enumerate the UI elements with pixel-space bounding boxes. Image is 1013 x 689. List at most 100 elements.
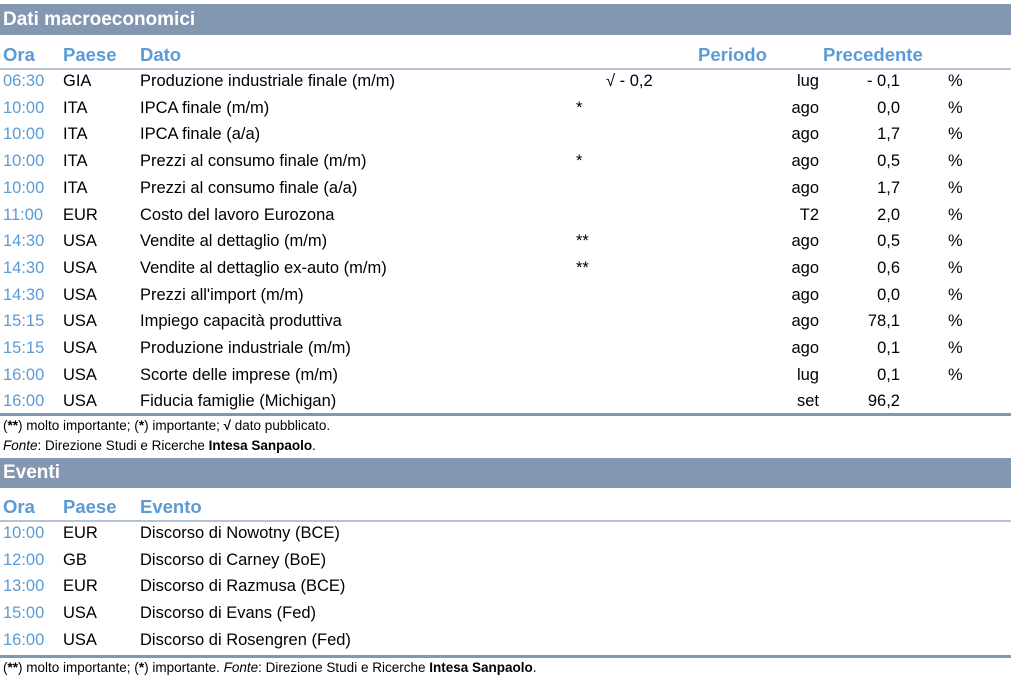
cell-importance: * bbox=[576, 98, 583, 117]
cell-time: 10:00 bbox=[3, 152, 45, 171]
cell-country: USA bbox=[63, 365, 97, 384]
cell-indicator: Fiducia famiglie (Michigan) bbox=[140, 392, 337, 411]
cell-country: USA bbox=[63, 232, 97, 251]
cell-period: ago bbox=[791, 152, 819, 171]
header-periodo: Periodo bbox=[698, 44, 767, 65]
cell-period: T2 bbox=[799, 205, 819, 224]
cell-country: ITA bbox=[63, 98, 88, 117]
cell-country: GIA bbox=[63, 72, 92, 90]
cell-indicator: Prezzi al consumo finale (a/a) bbox=[140, 178, 358, 197]
events-header-row: Ora Paese Evento bbox=[0, 492, 1011, 522]
cell-country: USA bbox=[63, 285, 97, 304]
cell-country: GB bbox=[63, 550, 87, 569]
cell-period: set bbox=[796, 392, 819, 411]
cell-unit: % bbox=[948, 232, 963, 251]
cell-unit: % bbox=[948, 339, 963, 357]
cell-event: Discorso di Razmusa (BCE) bbox=[140, 577, 346, 596]
cell-time: 16:00 bbox=[3, 392, 45, 411]
cell-event: Discorso di Nowotny (BCE) bbox=[140, 524, 340, 542]
cell-country: USA bbox=[63, 258, 97, 277]
header-precedente: Precedente bbox=[823, 44, 923, 65]
cell-indicator: Produzione industriale finale (m/m) bbox=[140, 72, 395, 90]
cell-time: 16:00 bbox=[3, 630, 45, 649]
cell-unit: % bbox=[948, 258, 963, 277]
header-evento: Evento bbox=[140, 496, 202, 517]
cell-country: EUR bbox=[63, 524, 98, 542]
table-row: 15:15 USA Produzione industriale (m/m) ago 0… bbox=[0, 336, 1011, 363]
cell-country: ITA bbox=[63, 152, 88, 171]
cell-country: USA bbox=[63, 630, 97, 649]
cell-time: 16:00 bbox=[3, 365, 45, 384]
cell-previous: 1,7 bbox=[877, 125, 900, 144]
cell-time: 12:00 bbox=[3, 550, 45, 569]
header-ora: Ora bbox=[3, 496, 35, 517]
cell-indicator: Produzione industriale (m/m) bbox=[140, 339, 351, 357]
cell-previous: 96,2 bbox=[867, 392, 900, 411]
events-note: (**) molto importante; (*) importante. F… bbox=[3, 660, 537, 675]
cell-time: 11:00 bbox=[3, 205, 44, 224]
table-row: 10:00 ITA Prezzi al consumo finale (a/a) ag… bbox=[0, 176, 1011, 203]
cell-period: ago bbox=[791, 98, 819, 117]
cell-time: 13:00 bbox=[3, 577, 45, 596]
macro-legend-note: (**) molto importante; (*) importante; √… bbox=[3, 418, 331, 433]
cell-period: ago bbox=[791, 339, 819, 357]
cell-unit: % bbox=[948, 312, 963, 331]
cell-period: ago bbox=[791, 178, 819, 197]
cell-importance: ** bbox=[576, 258, 589, 277]
cell-unit: % bbox=[948, 365, 963, 384]
header-dato: Dato bbox=[140, 44, 182, 65]
cell-time: 15:15 bbox=[3, 339, 45, 357]
cell-time: 10:00 bbox=[3, 98, 45, 117]
cell-time: 06:30 bbox=[3, 72, 45, 90]
cell-indicator: Costo del lavoro Eurozona bbox=[140, 205, 335, 224]
cell-previous: 0,1 bbox=[877, 365, 900, 384]
cell-previous: 0,0 bbox=[877, 285, 900, 304]
header-paese: Paese bbox=[63, 496, 117, 517]
cell-period: lug bbox=[796, 365, 819, 384]
cell-period: ago bbox=[791, 312, 819, 331]
cell-unit: % bbox=[948, 205, 963, 224]
table-row: 10:00 EUR Discorso di Nowotny (BCE) bbox=[0, 521, 1011, 548]
cell-unit: % bbox=[948, 178, 963, 197]
cell-indicator: Prezzi al consumo finale (m/m) bbox=[140, 152, 367, 171]
cell-country: USA bbox=[63, 339, 97, 357]
cell-country: ITA bbox=[63, 178, 88, 197]
cell-indicator: IPCA finale (m/m) bbox=[140, 98, 270, 117]
cell-time: 15:15 bbox=[3, 312, 45, 331]
events-section-title: Eventi bbox=[0, 458, 1011, 488]
cell-previous: 0,5 bbox=[877, 232, 900, 251]
cell-period: lug bbox=[796, 72, 819, 90]
cell-country: ITA bbox=[63, 125, 88, 144]
cell-unit: % bbox=[948, 152, 963, 171]
cell-previous: 0,6 bbox=[877, 258, 900, 277]
cell-indicator: Vendite al dettaglio ex-auto (m/m) bbox=[140, 258, 387, 277]
cell-time: 10:00 bbox=[3, 178, 45, 197]
macro-table-divider bbox=[0, 413, 1011, 416]
cell-time: 10:00 bbox=[3, 524, 45, 542]
cell-period: ago bbox=[791, 258, 819, 277]
cell-indicator: IPCA finale (a/a) bbox=[140, 125, 261, 144]
cell-previous: 2,0 bbox=[877, 205, 900, 224]
events-table-divider bbox=[0, 655, 1011, 658]
cell-event: Discorso di Carney (BoE) bbox=[140, 550, 327, 569]
cell-time: 10:00 bbox=[3, 125, 45, 144]
cell-unit: % bbox=[948, 125, 963, 144]
cell-previous: 0,5 bbox=[877, 152, 900, 171]
cell-country: USA bbox=[63, 604, 97, 623]
cell-previous: 0,1 bbox=[877, 339, 900, 357]
cell-importance: ** bbox=[576, 232, 589, 251]
cell-previous: 78,1 bbox=[867, 312, 900, 331]
cell-indicator: Impiego capacità produttiva bbox=[140, 312, 342, 331]
cell-event: Discorso di Evans (Fed) bbox=[140, 604, 317, 623]
